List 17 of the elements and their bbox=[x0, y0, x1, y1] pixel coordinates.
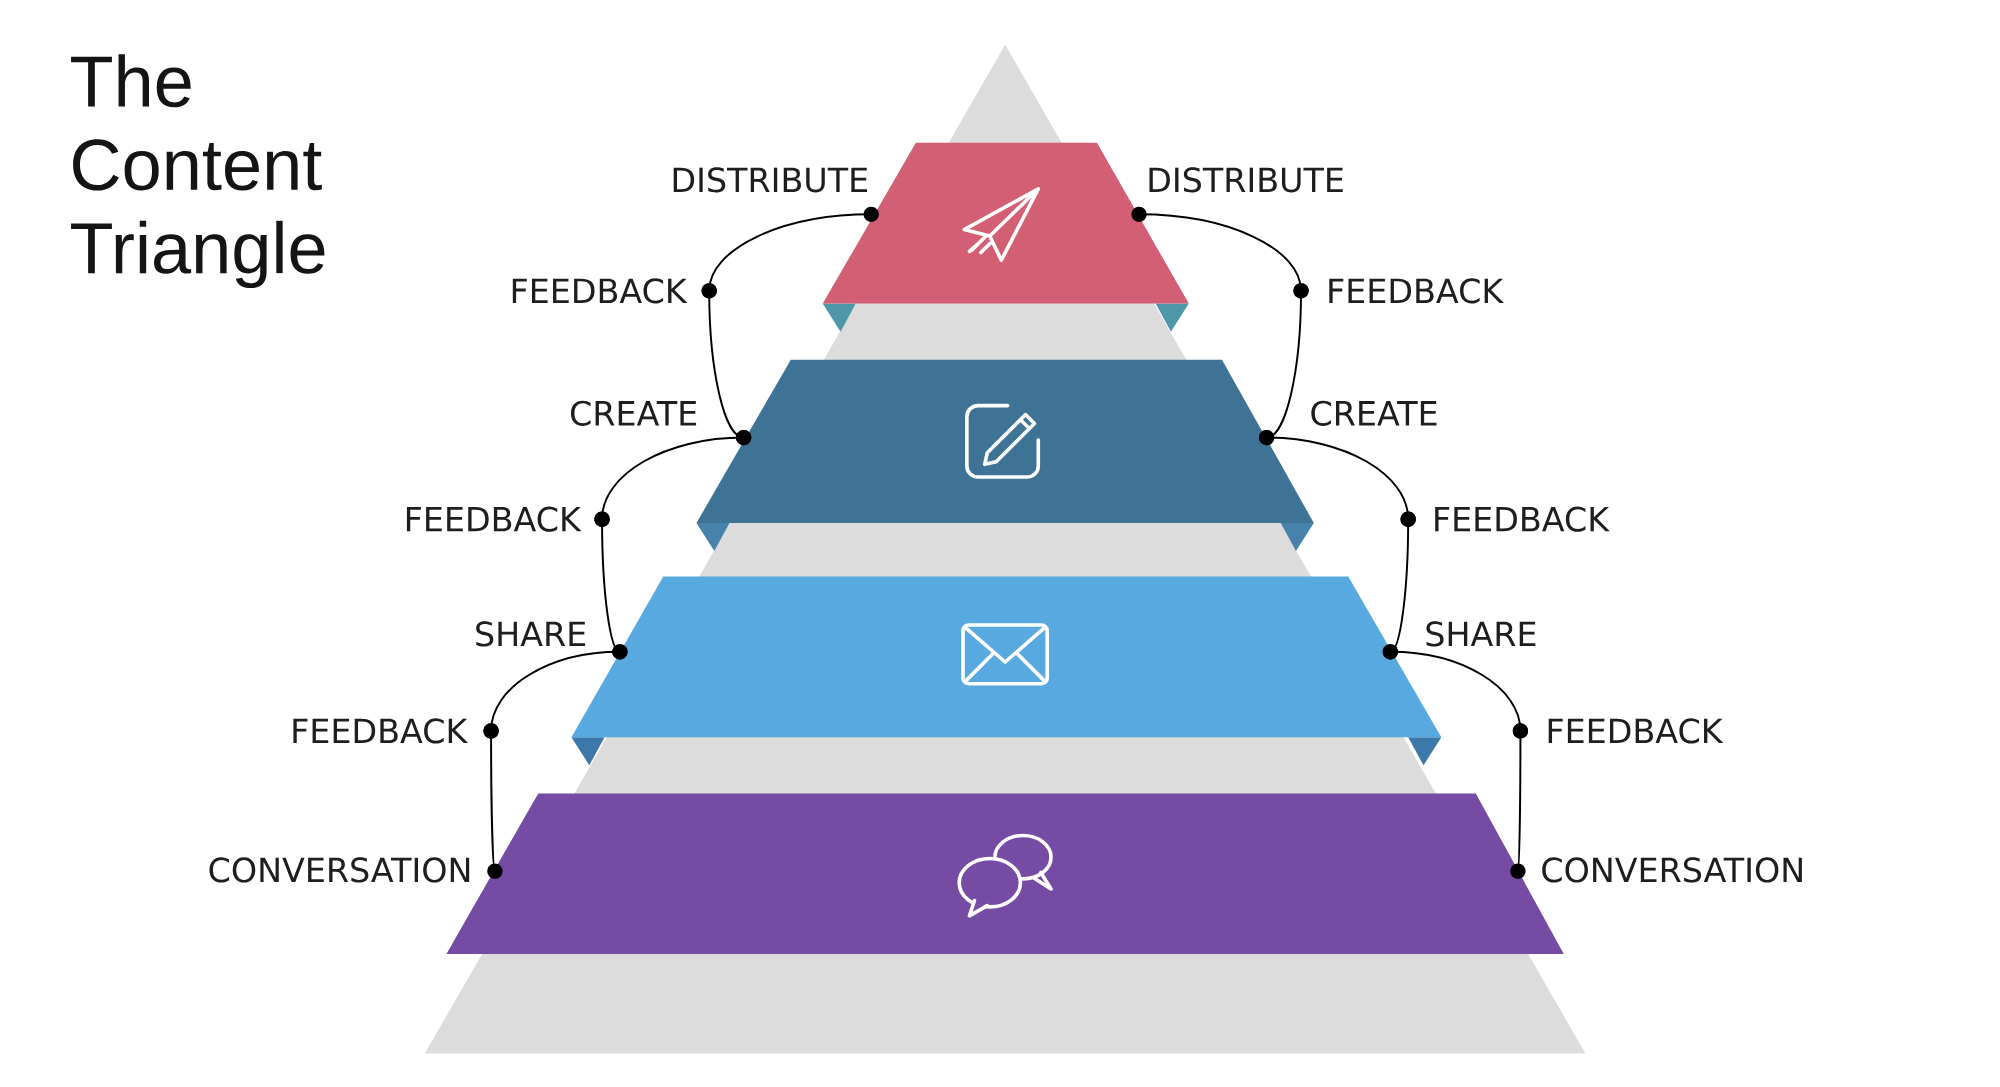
step-label: DISTRIBUTE bbox=[673, 167, 867, 193]
title: The Content Triangle bbox=[71, 54, 325, 289]
step-label: FEEDBACK bbox=[1548, 718, 1724, 744]
step-label: FEEDBACK bbox=[406, 506, 582, 532]
step-label: FEEDBACK bbox=[1435, 506, 1610, 532]
step-label: DISTRIBUTE bbox=[1149, 167, 1343, 193]
step-label: CREATE bbox=[570, 400, 697, 426]
step-label: CREATE bbox=[1311, 400, 1437, 426]
connector-arc bbox=[1510, 723, 1529, 879]
step-label: SHARE bbox=[1426, 621, 1536, 647]
step-label: CONVERSATION bbox=[209, 857, 470, 883]
step-label: FEEDBACK bbox=[1329, 278, 1504, 304]
step-label: SHARE bbox=[476, 621, 586, 647]
step-label: FEEDBACK bbox=[512, 278, 688, 304]
step-label: CONVERSATION bbox=[1542, 857, 1802, 883]
step-label: FEEDBACK bbox=[293, 718, 469, 744]
connector-arc bbox=[483, 723, 503, 879]
